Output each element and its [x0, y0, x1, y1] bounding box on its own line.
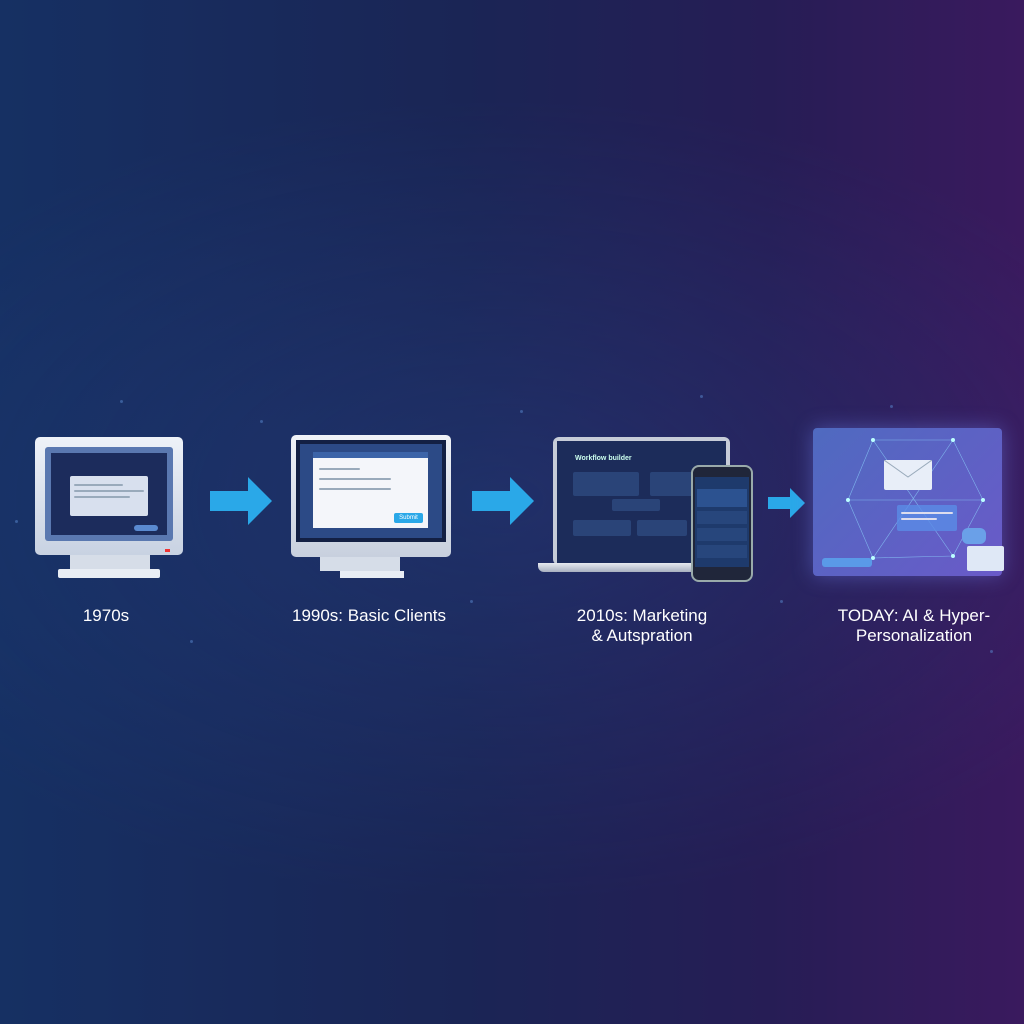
- stage-label-1970s: 1970s: [82, 606, 130, 625]
- label-line: Personalization: [855, 626, 973, 645]
- arrow-icon: [768, 488, 805, 518]
- label-line: 2010s: Marketing: [576, 606, 708, 625]
- stage-label-2010s: 2010s: Marketing& Autspration: [522, 606, 762, 646]
- email-icon: [884, 460, 932, 490]
- arrow-icon: [210, 477, 272, 525]
- arrow-icon: [472, 477, 534, 525]
- network-graph: [846, 438, 985, 560]
- submit-button: Submit: [394, 513, 423, 523]
- stage-label-today: TODAY: AI & Hyper-Personalization: [794, 606, 1024, 646]
- screen-title: Workflow builder: [575, 455, 632, 462]
- email-icon: [967, 546, 1004, 571]
- label-line: TODAY: AI & Hyper-: [837, 606, 991, 625]
- stage-label-1990s: 1990s: Basic Clients: [291, 606, 447, 625]
- robot-icon: [962, 528, 986, 544]
- label-line: & Autspration: [591, 626, 693, 645]
